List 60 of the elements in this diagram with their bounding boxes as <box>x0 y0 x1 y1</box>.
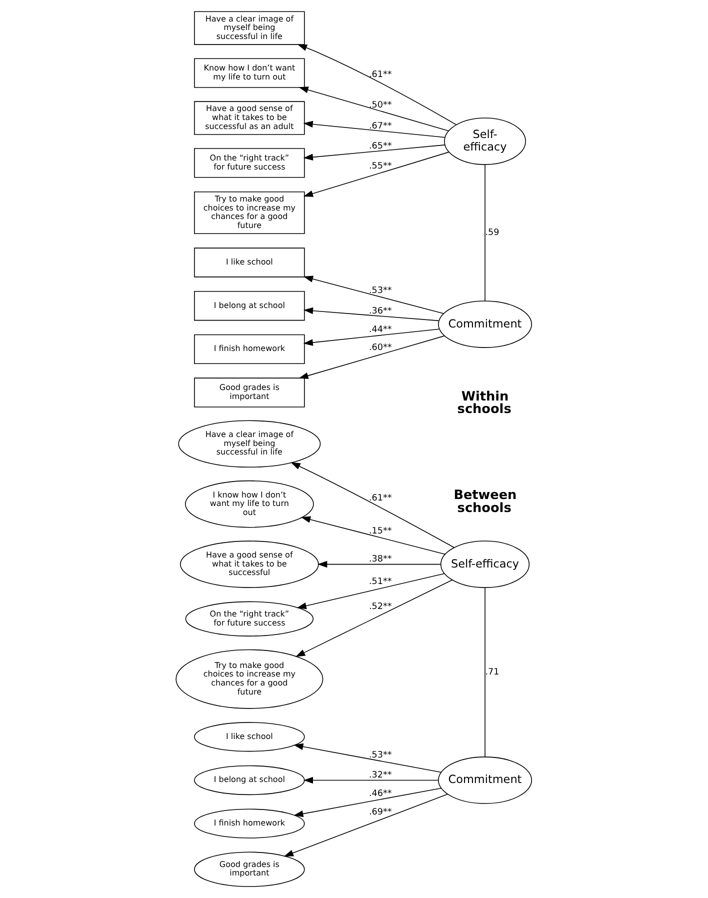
node-ellipse: I know how I don’t want my life to turn out <box>184 480 314 528</box>
label: Between schools <box>454 488 517 516</box>
edge-label: .53** <box>369 286 392 296</box>
edge-label: .69** <box>369 808 392 818</box>
arrow <box>303 120 446 138</box>
arrow <box>290 462 454 548</box>
arrow <box>303 152 450 197</box>
node-box: Have a good sense of what it takes to be successful as an adult <box>194 101 305 135</box>
edge-label: .67** <box>369 121 392 132</box>
edge-label: .15** <box>369 526 392 537</box>
arrow <box>303 328 440 346</box>
arrow <box>284 794 448 857</box>
arrow <box>300 516 446 555</box>
edge-label: .55** <box>369 161 392 172</box>
node-ellipse: Self- efficacy <box>444 118 526 165</box>
arrow <box>297 44 457 126</box>
edge-label: .52** <box>369 602 392 612</box>
arrow <box>295 580 453 657</box>
edge-label: .32** <box>369 770 392 781</box>
arrow <box>303 276 444 314</box>
edge-label: .38** <box>369 554 392 565</box>
edge-label: .36** <box>369 306 392 317</box>
label: Within schools <box>457 389 512 418</box>
node-ellipse: Have a good sense of what it takes to be successful <box>180 540 319 588</box>
arrow <box>294 788 442 818</box>
node-box: On the “right track” for future success <box>194 148 305 178</box>
edge-label: .65** <box>369 141 392 152</box>
connector <box>484 587 486 758</box>
edge-label: .61** <box>369 70 392 80</box>
edge-label: .51** <box>369 577 392 588</box>
node-ellipse: Commitment <box>438 756 532 804</box>
node-ellipse: Commitment <box>438 300 532 348</box>
edge-label: .60** <box>369 342 392 353</box>
node-box: Know how I don’t want my life to turn out <box>194 58 305 88</box>
node-ellipse: Have a clear image of myself being successful in life <box>178 420 321 468</box>
node-box: I belong at school <box>194 290 305 321</box>
edge-label: .53** <box>369 750 392 761</box>
edge-label: .61** <box>369 494 392 504</box>
arrow <box>298 336 445 379</box>
node-box: I like school <box>194 248 305 278</box>
edge-label: .44** <box>369 325 392 336</box>
arrow <box>318 560 442 568</box>
node-box: I finish homework <box>194 334 305 364</box>
node-ellipse: I belong at school <box>194 765 305 796</box>
arrow <box>294 743 442 773</box>
node-box: Have a clear image of myself being successful in life <box>194 11 305 45</box>
arrow <box>303 776 438 784</box>
node-ellipse: Self-efficacy <box>440 540 530 588</box>
arrow <box>298 86 450 132</box>
edge-label: .50** <box>369 100 392 110</box>
connector <box>484 164 486 302</box>
edge-label: .46** <box>369 789 392 800</box>
node-box: Good grades is important <box>194 378 305 408</box>
node-box: Try to make good choices to increase my chances for a good future <box>194 191 305 234</box>
arrow <box>303 307 439 322</box>
node-ellipse: Good grades is important <box>194 852 305 887</box>
arrow <box>296 573 445 610</box>
arrow <box>303 144 446 161</box>
edge-label: .59 <box>485 228 500 238</box>
edge-label: .71 <box>485 668 500 678</box>
